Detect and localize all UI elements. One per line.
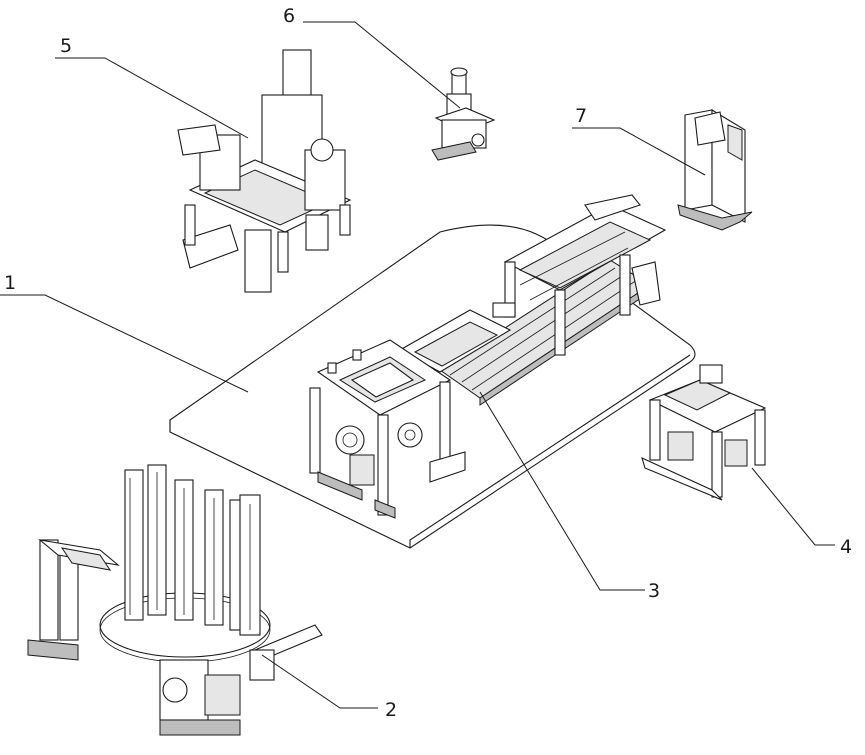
leader-5	[55, 58, 248, 138]
component-7-hopper-bracket	[678, 110, 752, 230]
leader-2	[262, 655, 378, 708]
label-5: 5	[60, 35, 72, 57]
label-7: 7	[575, 105, 587, 127]
label-4: 4	[840, 536, 852, 558]
label-6: 6	[283, 5, 295, 27]
label-3: 3	[648, 580, 660, 602]
label-1: 1	[4, 272, 16, 294]
leader-1	[0, 295, 248, 392]
component-2-rotary-magazine	[28, 465, 322, 735]
component-6-cylinder-unit	[432, 68, 494, 160]
leader-6	[303, 22, 460, 108]
component-5-gantry-unit	[178, 50, 350, 292]
label-2: 2	[385, 699, 397, 721]
component-4-press-station	[642, 365, 765, 500]
leader-4	[752, 468, 835, 545]
